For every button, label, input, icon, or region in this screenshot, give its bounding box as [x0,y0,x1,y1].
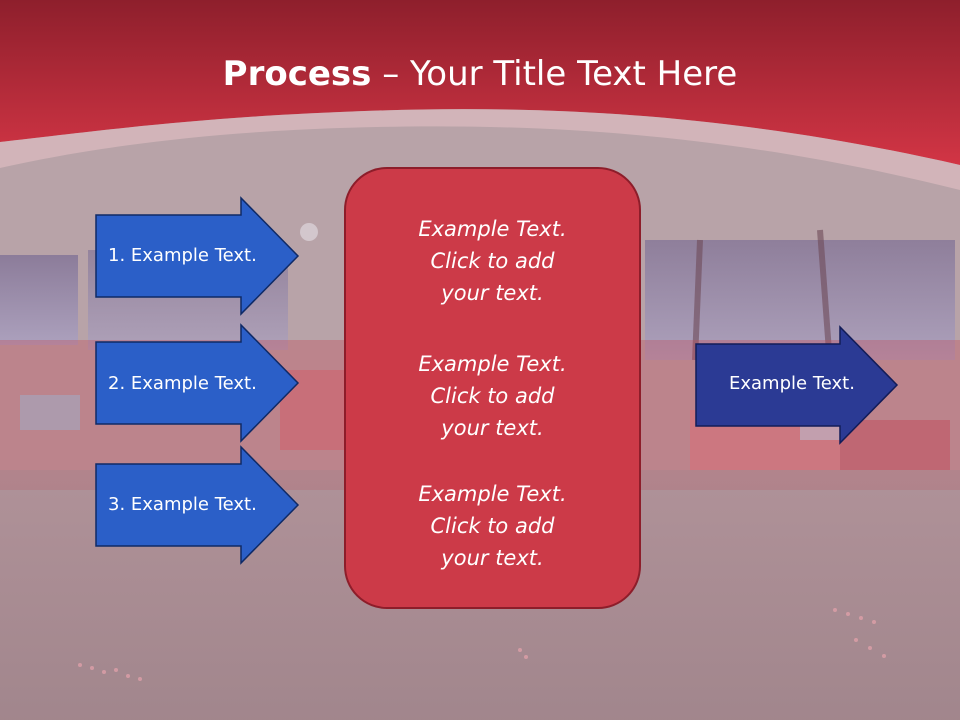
left-arrow-1-label: 1. Example Text. [108,245,257,266]
center-paragraph-3: Example Text. Click to add your text. [418,482,567,570]
right-arrow[interactable] [695,325,899,445]
center-paragraph-1: Example Text. Click to add your text. [418,217,567,305]
slide-title: Process – Your Title Text Here [0,54,960,94]
title-separator: – [371,54,411,94]
left-arrow-2[interactable] [95,323,300,443]
title-rest: Your Title Text Here [410,54,738,94]
right-arrow-label: Example Text. [729,373,855,394]
left-arrow-3-label: 3. Example Text. [108,494,257,515]
center-box[interactable] [344,167,641,609]
left-arrow-3[interactable] [95,445,300,565]
center-paragraph-2: Example Text. Click to add your text. [418,352,567,440]
left-arrow-2-label: 2. Example Text. [108,373,257,394]
left-arrow-1[interactable] [95,196,300,316]
title-bold: Process [222,54,372,94]
